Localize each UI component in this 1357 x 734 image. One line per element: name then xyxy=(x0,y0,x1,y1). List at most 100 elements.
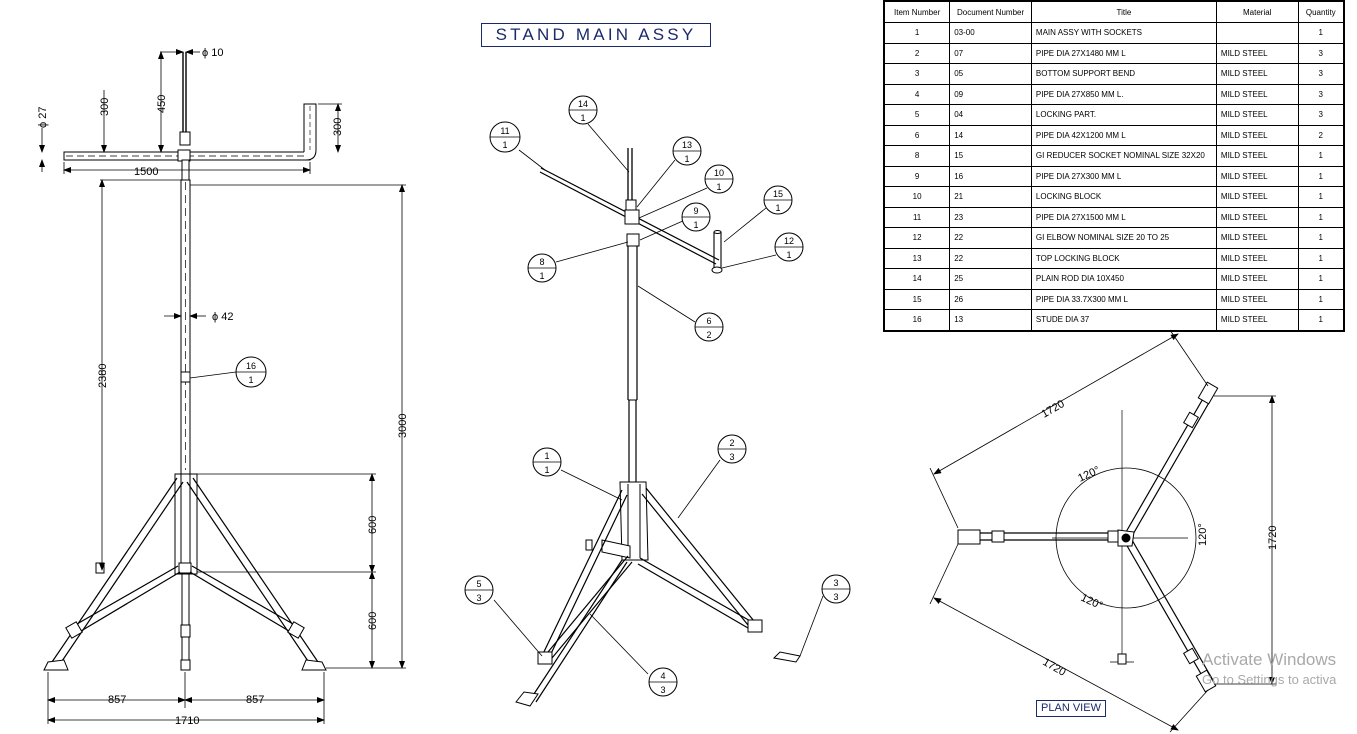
dim-600-lower: 600 xyxy=(367,612,379,630)
bom-header-row: Item Number Document Number Title Materi… xyxy=(883,0,1345,23)
bom-cell-material: MILD STEEL xyxy=(1215,104,1299,126)
bom-header-material: Material xyxy=(1215,0,1299,23)
balloon-item: 3 xyxy=(833,578,838,588)
watermark-subtitle: Go to Settings to activa xyxy=(1202,672,1337,687)
bom-cell-qty: 1 xyxy=(1297,22,1345,44)
bom-header-item-number: Item Number xyxy=(883,0,951,23)
plan-view-dimension-lines xyxy=(929,329,1276,733)
balloon-item: 8 xyxy=(539,257,544,267)
bom-cell-doc: 14 xyxy=(949,124,1032,146)
dim-phi-27: ϕ 27 xyxy=(37,107,49,128)
bom-cell-title: BOTTOM SUPPORT BEND xyxy=(1030,63,1217,85)
plan-view-dimension-texts: 1720 1720 1720 120° 120° 120° xyxy=(1040,398,1280,679)
dim-300-left: 300 xyxy=(99,98,111,116)
bom-cell-item: 11 xyxy=(883,206,951,228)
iso-balloons: 14 1 11 1 13 1 10 1 15 1 9 1 xyxy=(464,95,851,697)
balloon-2: 2 3 xyxy=(717,434,747,464)
balloon-9: 9 1 xyxy=(681,202,711,232)
bom-cell-item: 8 xyxy=(883,145,951,167)
balloon-10: 10 1 xyxy=(704,164,734,194)
bom-cell-doc: 21 xyxy=(949,186,1032,208)
balloon-5: 5 3 xyxy=(464,575,494,605)
balloon-item: 9 xyxy=(693,206,698,216)
bom-cell-material: MILD STEEL xyxy=(1215,124,1299,146)
bom-cell-doc: 26 xyxy=(949,288,1032,310)
balloon-qty: 1 xyxy=(693,220,698,230)
drawing-title: STAND MAIN ASSY xyxy=(481,23,711,47)
dim-1720-top: 1720 xyxy=(1040,398,1067,421)
bom-cell-item: 16 xyxy=(883,309,951,331)
bom-cell-qty: 1 xyxy=(1297,247,1345,269)
balloon-8: 8 1 xyxy=(527,253,557,283)
front-view-dimension-texts: ϕ 10 ϕ 27 300 450 300 1500 2380 ϕ 42 300… xyxy=(37,47,409,727)
bom-cell-title: PIPE DIA 27X850 MM L. xyxy=(1030,83,1217,105)
bom-cell-qty: 1 xyxy=(1297,145,1345,167)
bom-cell-material xyxy=(1215,22,1299,44)
bom-header-document-number: Document Number xyxy=(949,0,1032,23)
bom-cell-item: 6 xyxy=(883,124,951,146)
balloon-qty: 3 xyxy=(660,685,665,695)
bom-header-quantity: Quantity xyxy=(1297,0,1345,23)
balloon-13: 13 1 xyxy=(672,136,702,166)
bom-cell-item: 9 xyxy=(883,165,951,187)
bom-cell-doc: 04 xyxy=(949,104,1032,126)
balloon-item: 1 xyxy=(544,451,549,461)
bom-cell-doc: 16 xyxy=(949,165,1032,187)
dim-857-left: 857 xyxy=(108,694,126,706)
bom-cell-qty: 1 xyxy=(1297,206,1345,228)
bom-cell-doc: 09 xyxy=(949,83,1032,105)
bom-cell-title: PIPE DIA 42X1200 MM L xyxy=(1030,124,1217,146)
bom-cell-title: LOCKING PART. xyxy=(1030,104,1217,126)
dim-857-right: 857 xyxy=(246,694,264,706)
bom-cell-qty: 1 xyxy=(1297,165,1345,187)
bom-cell-title: PLAIN ROD DIA 10X450 xyxy=(1030,268,1217,290)
balloon-3: 3 3 xyxy=(821,574,851,604)
dim-2380: 2380 xyxy=(97,364,109,388)
bom-cell-qty: 2 xyxy=(1297,124,1345,146)
balloon-item: 10 xyxy=(714,168,724,178)
bom-cell-qty: 3 xyxy=(1297,104,1345,126)
dim-600-upper: 600 xyxy=(367,516,379,534)
balloon-qty: 1 xyxy=(539,271,544,281)
bom-cell-qty: 3 xyxy=(1297,42,1345,64)
balloon-qty: 1 xyxy=(775,203,780,213)
bom-cell-title: PIPE DIA 27X1500 MM L xyxy=(1030,206,1217,228)
bom-cell-title: STUDE DIA 37 xyxy=(1030,309,1217,331)
bom-cell-title: GI ELBOW NOMINAL SIZE 20 TO 25 xyxy=(1030,227,1217,249)
bom-cell-item: 13 xyxy=(883,247,951,269)
balloon-item: 13 xyxy=(682,140,692,150)
balloon-qty: 3 xyxy=(729,452,734,462)
bom-cell-material: MILD STEEL xyxy=(1215,247,1299,269)
dim-1720-right: 1720 xyxy=(1267,526,1279,550)
balloon-qty: 1 xyxy=(580,113,585,123)
bom-cell-doc: 05 xyxy=(949,63,1032,85)
bom-cell-qty: 3 xyxy=(1297,63,1345,85)
bom-cell-material: MILD STEEL xyxy=(1215,83,1299,105)
balloon-16: 16 1 xyxy=(235,356,267,388)
balloon-item: 16 xyxy=(246,361,256,371)
bom-cell-title: MAIN ASSY WITH SOCKETS xyxy=(1030,22,1217,44)
dim-1710: 1710 xyxy=(175,715,199,727)
balloon-14: 14 1 xyxy=(568,95,598,125)
bom-cell-material: MILD STEEL xyxy=(1215,206,1299,228)
bom-cell-doc: 13 xyxy=(949,309,1032,331)
bom-cell-doc: 23 xyxy=(949,206,1032,228)
bom-cell-title: PIPE DIA 27X1480 MM L xyxy=(1030,42,1217,64)
bom-cell-title: PIPE DIA 33.7X300 MM L xyxy=(1030,288,1217,310)
bom-cell-item: 5 xyxy=(883,104,951,126)
bom-cell-item: 14 xyxy=(883,268,951,290)
balloon-qty: 3 xyxy=(833,592,838,602)
balloon-qty: 1 xyxy=(544,465,549,475)
bom-cell-doc: 15 xyxy=(949,145,1032,167)
bom-cell-doc: 07 xyxy=(949,42,1032,64)
